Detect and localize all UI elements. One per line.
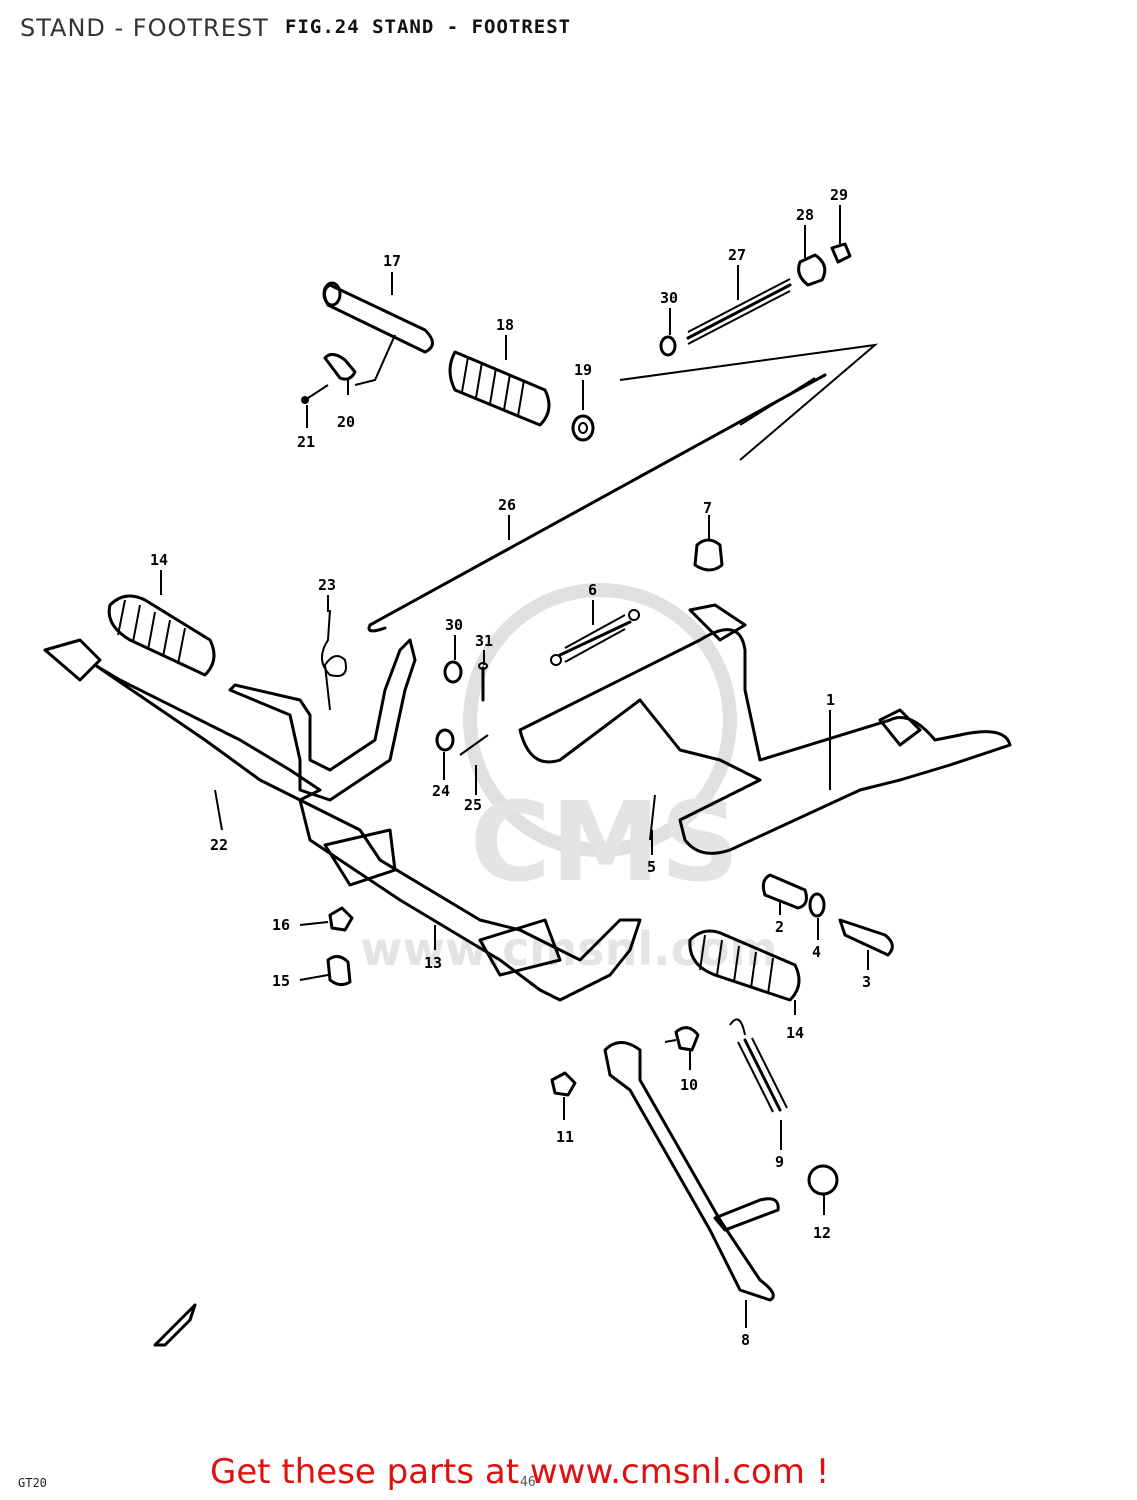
part-4-washer[interactable] [808, 892, 826, 918]
part-18-pillion-footrest-rubber[interactable] [448, 350, 551, 427]
callout-1: 1 [826, 691, 835, 709]
part-14-footrest-rubber-right[interactable] [688, 929, 801, 1002]
watermark-brand: CMS [470, 778, 739, 906]
part-12-rubber-stopper[interactable] [807, 1164, 839, 1196]
callout-24: 24 [432, 782, 450, 800]
callout-26: 26 [498, 496, 516, 514]
callout-18: 18 [496, 316, 514, 334]
part-21-cotter-pin[interactable] [301, 384, 329, 404]
callout-28: 28 [796, 206, 814, 224]
callout-leaders [160, 205, 869, 1328]
part-7-stopper[interactable] [693, 538, 724, 572]
assembly-guide-lines [619, 343, 879, 461]
part-30-washer-mid[interactable] [443, 660, 463, 684]
part-16-nut[interactable] [328, 906, 354, 932]
orientation-mark [153, 1303, 197, 1347]
part-9-side-stand-spring[interactable] [729, 1018, 788, 1113]
part-11-nut[interactable] [550, 1071, 577, 1097]
part-13-footrest-bar[interactable] [228, 638, 642, 1002]
callout-6: 6 [588, 581, 597, 599]
part-8-side-stand[interactable] [603, 1041, 780, 1302]
part-15-bolt[interactable] [326, 955, 352, 987]
part-28-joint[interactable] [797, 253, 827, 287]
callout-10: 10 [680, 1076, 698, 1094]
callout-19: 19 [574, 361, 592, 379]
callout-3: 3 [862, 973, 871, 991]
callout-16: 16 [272, 916, 290, 934]
part-20-pin[interactable] [323, 353, 357, 381]
callout-7: 7 [703, 499, 712, 517]
callout-11: 11 [556, 1128, 574, 1146]
part-30-washer-top[interactable] [659, 335, 677, 357]
part-10-side-stand-bolt[interactable] [664, 1026, 700, 1052]
parts-shop-link[interactable]: Get these parts at www.cmsnl.com ! [210, 1452, 830, 1492]
part-17-pillion-footrest[interactable] [322, 281, 434, 386]
callout-21: 21 [297, 433, 315, 451]
callout-5: 5 [647, 858, 656, 876]
callout-27: 27 [728, 246, 746, 264]
part-24-washer[interactable] [435, 728, 455, 752]
part-14-footrest-rubber-left[interactable] [107, 594, 216, 677]
part-25-cotter-pin[interactable] [459, 734, 489, 756]
callout-9: 9 [775, 1153, 784, 1171]
part-2-stand-shaft[interactable] [761, 873, 808, 910]
part-3-bolt[interactable] [838, 918, 894, 957]
callout-15: 15 [272, 972, 290, 990]
callout-13: 13 [424, 954, 442, 972]
callout-30-mid: 30 [445, 616, 463, 634]
callout-12: 12 [813, 1224, 831, 1242]
callout-29: 29 [830, 186, 848, 204]
part-29-adjusting-nut[interactable] [830, 242, 852, 264]
callout-8: 8 [741, 1331, 750, 1349]
part-6-stand-spring[interactable] [550, 609, 640, 666]
callout-23: 23 [318, 576, 336, 594]
callout-numbers: 17 18 19 30 27 28 29 20 21 26 7 6 23 30 … [150, 186, 871, 1349]
page-number: 46 [520, 1475, 536, 1490]
callout-2: 2 [775, 918, 784, 936]
part-26-brake-rod[interactable] [367, 373, 827, 633]
part-27-brake-rod-spring[interactable] [686, 278, 792, 345]
part-23-pedal-return-spring[interactable] [321, 609, 347, 711]
callout-14-left: 14 [150, 551, 168, 569]
part-1-center-stand[interactable] [518, 603, 1012, 855]
model-code: GT20 [18, 1476, 47, 1490]
callout-4: 4 [812, 943, 821, 961]
part-22-brake-pedal[interactable] [43, 638, 322, 802]
callout-31: 31 [475, 632, 493, 650]
callout-14-right: 14 [786, 1024, 804, 1042]
page-title: STAND - FOOTREST [20, 14, 269, 42]
part-19-washer[interactable] [571, 414, 595, 442]
callout-22: 22 [210, 836, 228, 854]
callout-20: 20 [337, 413, 355, 431]
figure-title: FIG.24 STAND - FOOTREST [285, 16, 572, 38]
callout-30-top: 30 [660, 289, 678, 307]
callout-17: 17 [383, 252, 401, 270]
watermark: CMS www.cmsnl.com [360, 583, 777, 976]
callout-25: 25 [464, 796, 482, 814]
part-5-cotter-pin[interactable] [649, 794, 656, 841]
